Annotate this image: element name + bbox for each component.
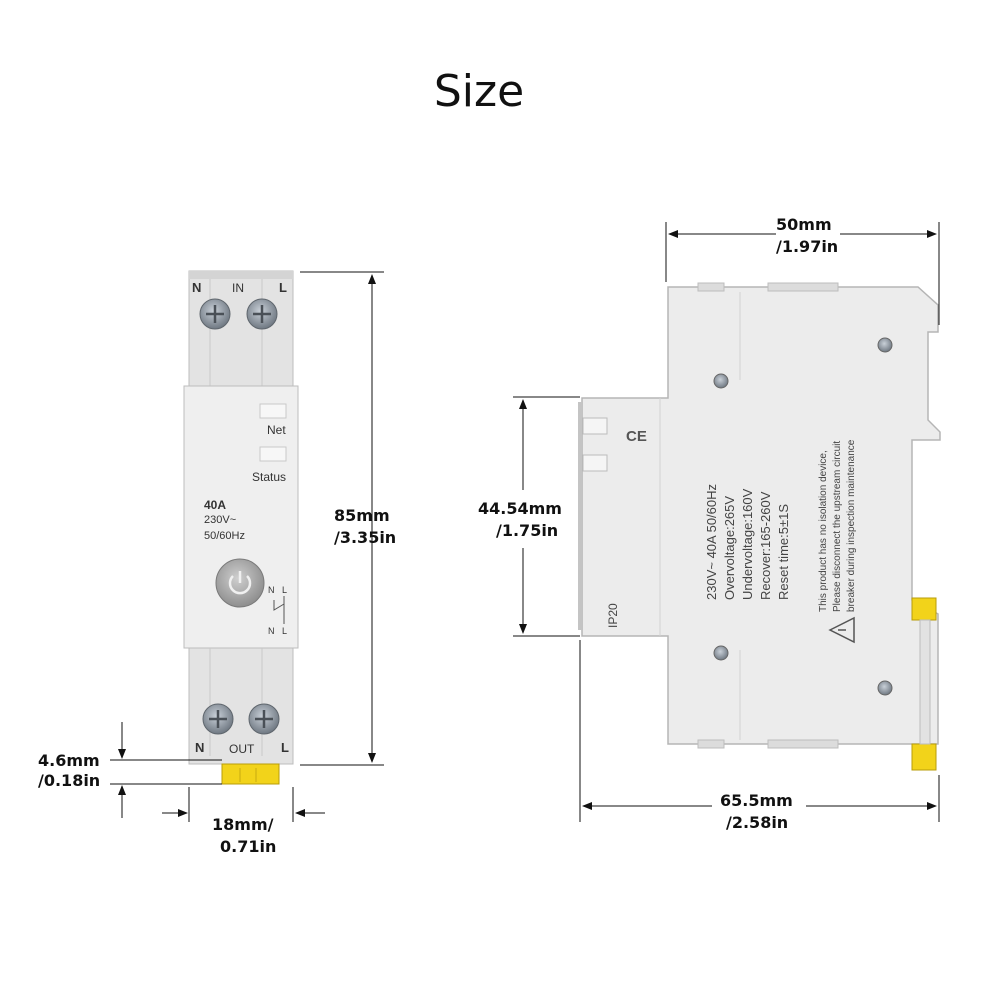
depth-mm-label: 65.5mm [720,791,793,810]
notice-line-3: breaker during inspection maintenance [846,439,857,612]
side-dimension-lines [513,222,940,822]
net-label: Net [267,423,286,437]
clip-in-label: /0.18in [38,771,101,790]
status-led [259,446,287,462]
side-din-clip-bottom [911,743,937,771]
side-screw-2 [877,337,893,353]
top-in-label: IN [232,281,244,295]
notice-line-1: This product has no isolation device, [818,450,829,612]
depth-in-label: /2.58in [726,813,789,832]
ip-rating-label: IP20 [606,603,620,628]
spec-line-4: Recover:165-260V [758,491,773,600]
side-din-clip-top [911,597,937,621]
front-view [183,270,299,785]
top-width-in-label: /1.97in [776,237,839,256]
mid-height-mm-label: 44.54mm [478,499,562,518]
warning-triangle-icon [828,616,855,644]
power-button-icon [215,558,265,608]
front-dimension-lines [110,271,384,822]
mid-height-in-label: /1.75in [496,521,559,540]
spec-line-5: Reset time:5±1S [776,503,791,600]
width-mm-label: 18mm/ [212,815,274,834]
bottom-n-label: N [195,740,205,755]
side-screw-1 [713,373,729,389]
top-screw-right [246,298,278,330]
spec-line-1: 230V~ 40A 50/60Hz [704,483,719,600]
switch-l-label: L [282,585,288,595]
bottom-out-label: OUT [229,742,255,756]
switch-n-label: N [268,585,275,595]
spec-line-2: Overvoltage:265V [722,495,737,600]
bottom-l-label: L [281,740,289,755]
rating-label: 40A [204,498,227,512]
frequency-label: 50/60Hz [204,530,245,542]
clip-mm-label: 4.6mm [38,751,100,770]
notice-line-2: Please disconnect the upstream circuit [832,440,843,612]
bottom-screw-right [248,703,280,735]
height-in-label: /3.35in [334,528,397,547]
net-led [259,403,287,419]
ce-mark: CE [626,428,647,445]
side-screw-3 [713,645,729,661]
switch-l-out-label: L [282,626,288,636]
side-screw-4 [877,680,893,696]
switch-n-out-label: N [268,626,275,636]
bottom-screw-left [202,703,234,735]
top-n-label: N [192,280,202,295]
side-view [578,282,941,771]
top-l-label: L [279,280,287,295]
top-width-mm-label: 50mm [776,215,832,234]
status-label: Status [252,470,287,484]
page-title: Size [433,66,525,117]
height-mm-label: 85mm [334,506,390,525]
width-in-label: 0.71in [220,837,277,856]
top-screw-left [199,298,231,330]
din-clip [221,763,280,785]
spec-line-3: Undervoltage:160V [740,488,755,600]
voltage-label: 230V~ [204,514,237,526]
